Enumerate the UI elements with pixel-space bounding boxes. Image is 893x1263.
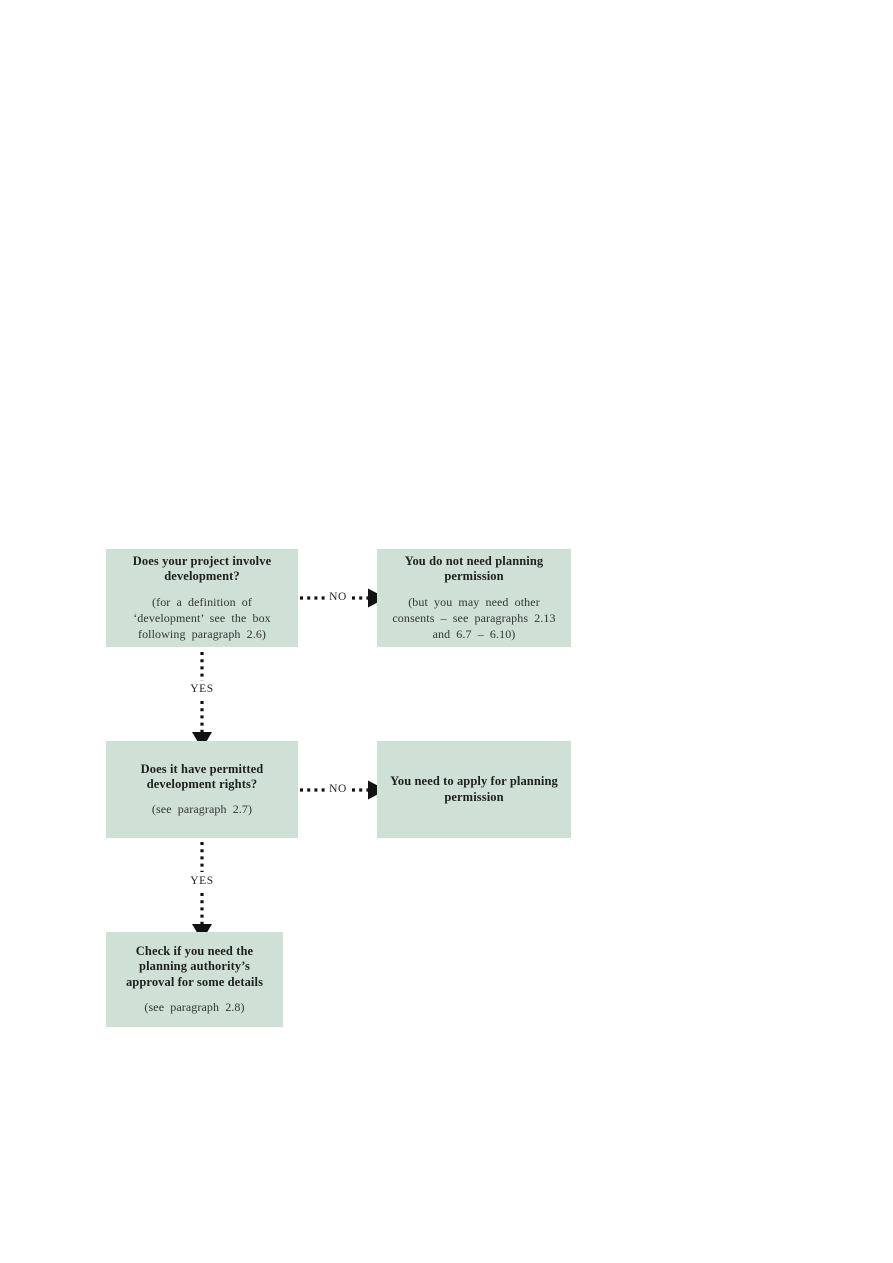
no-arrow-1-label: NO (329, 591, 347, 603)
flow-box-note: (see paragraph 2.7) (151, 802, 253, 817)
flow-box-title: Does it have permitted development right… (140, 761, 264, 791)
flow-box-title: Check if you need the planning authority… (125, 944, 264, 989)
flow-box-project-involve-development: Does your project involve development? (… (106, 549, 298, 647)
flow-box-title: You need to apply for planning permissio… (390, 774, 558, 804)
yes-arrow-1-label: YES (190, 683, 214, 695)
flow-box-apply-for-planning-permission: You need to apply for planning permissio… (377, 741, 571, 838)
flow-box-note: (for a definition of ‘development’ see t… (133, 594, 271, 641)
flow-box-no-planning-permission-needed: You do not need planning permission (but… (377, 549, 571, 647)
yes-arrow-2-label: YES (190, 875, 214, 887)
no-arrow-2-label: NO (329, 783, 347, 795)
flow-box-permitted-development-rights: Does it have permitted development right… (106, 741, 298, 838)
flow-box-note: (but you may need other consents – see p… (392, 594, 556, 641)
flow-box-title: You do not need planning permission (404, 554, 544, 584)
flow-box-title: Does your project involve development? (132, 554, 272, 584)
flow-box-note: (see paragraph 2.8) (144, 999, 245, 1014)
flow-box-check-authority-approval: Check if you need the planning authority… (106, 932, 283, 1027)
